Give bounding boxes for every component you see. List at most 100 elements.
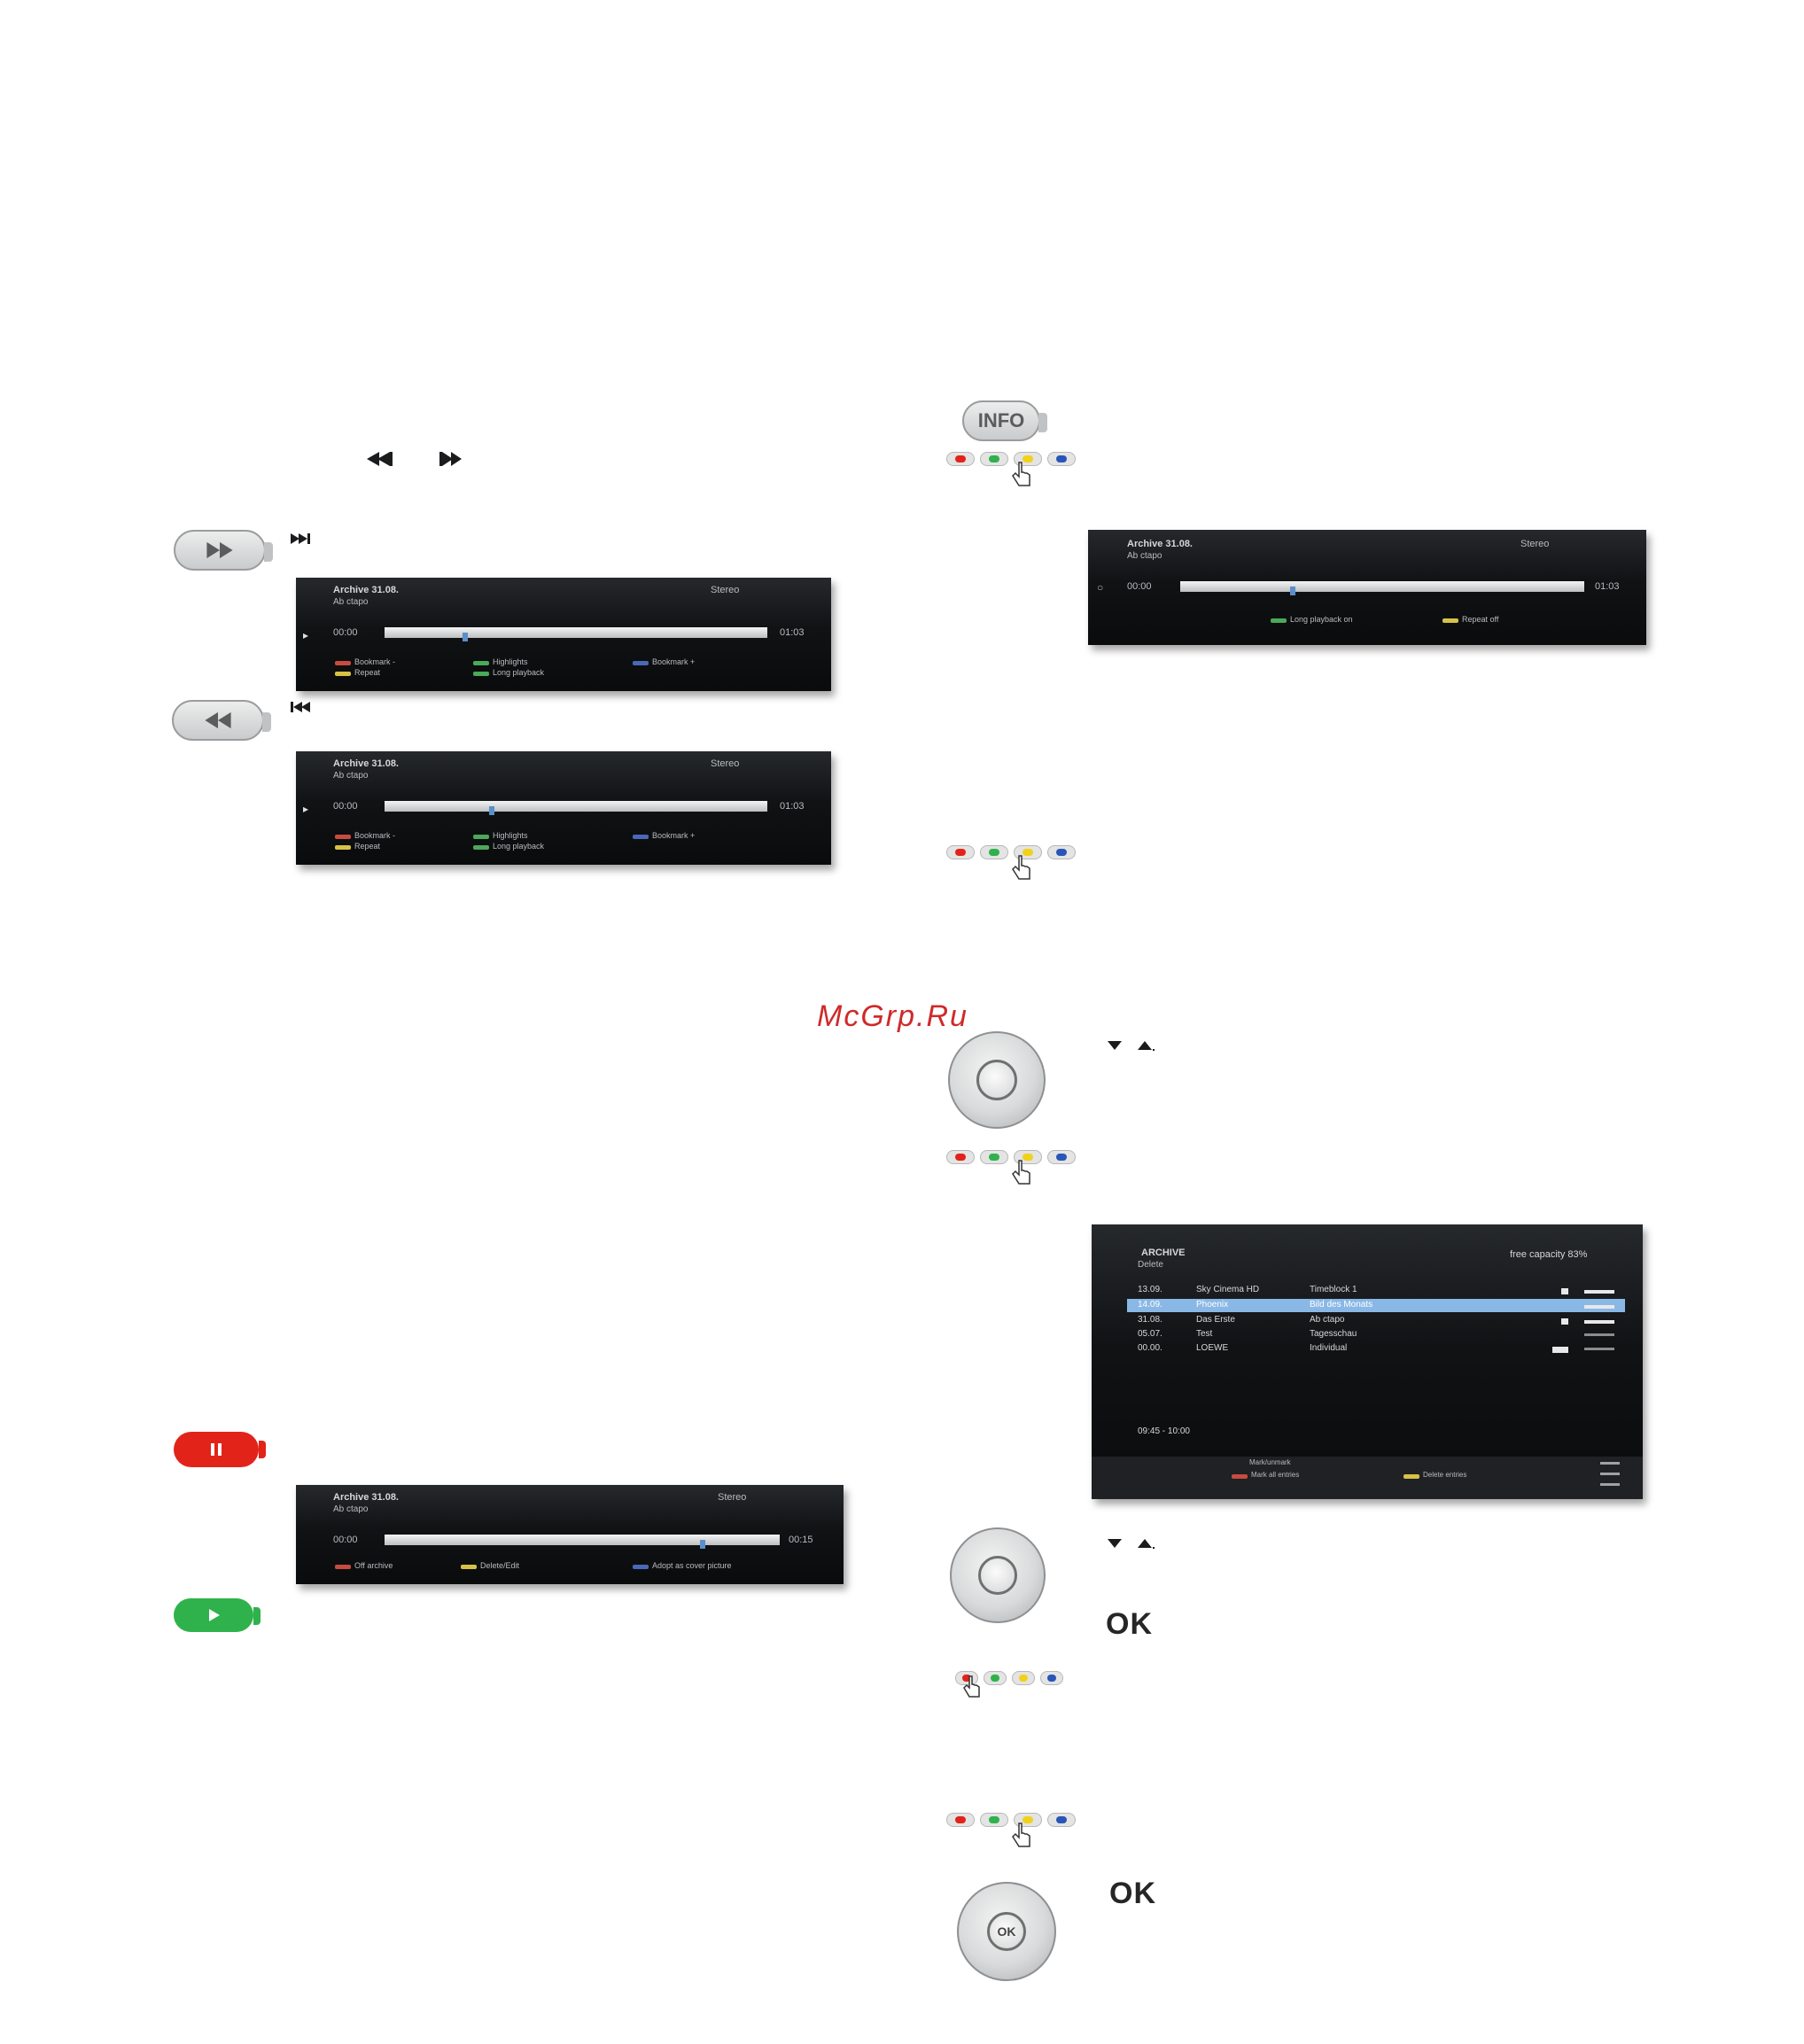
blue-key[interactable] (1047, 845, 1076, 859)
green-key[interactable] (980, 452, 1008, 466)
blue-key-icon (633, 661, 649, 665)
time-range: 09:45 - 10:00 (1138, 1426, 1190, 1436)
yellow-key-icon (335, 845, 351, 850)
rewind-button[interactable] (172, 700, 271, 741)
osd-pause: Archive 31.08. Ab ctapo Stereo 00:00 00:… (296, 1485, 844, 1584)
green-key[interactable] (980, 1150, 1008, 1164)
osd-end-time: 00:15 (789, 1535, 813, 1545)
osd-start-time: 00:00 (333, 1535, 358, 1545)
progress-marker (700, 1540, 705, 1549)
legend-repeat: Repeat (354, 668, 381, 677)
pause-button[interactable] (174, 1432, 266, 1467)
legend-long-playback: Long playback (493, 668, 545, 677)
navigation-wheel[interactable] (948, 1031, 1046, 1129)
watermark: McGrp.Ru (817, 999, 968, 1033)
osd-title: Archive 31.08. (333, 585, 399, 595)
progress-bar (385, 627, 767, 638)
archive-header: ARCHIVE (1141, 1247, 1186, 1258)
green-key[interactable] (980, 845, 1008, 859)
progress-bar (385, 801, 767, 812)
progress-marker (1290, 587, 1295, 595)
rewind-icon (205, 711, 231, 729)
legend-bookmark-minus: Bookmark - (354, 831, 396, 840)
archive-footer (1092, 1457, 1643, 1499)
pause-icon (211, 1443, 222, 1456)
row-channel: Test (1196, 1329, 1213, 1339)
legend-delete-edit: Delete/Edit (480, 1561, 520, 1570)
osd-start-time: 00:00 (333, 627, 358, 638)
pointing-hand-icon (1012, 1160, 1030, 1185)
progress-bar (385, 1535, 780, 1545)
ff-icon: ▸ (303, 629, 309, 641)
rew-icon: ▸ (303, 803, 309, 815)
blue-key[interactable] (1047, 1813, 1076, 1827)
rewind-icon (367, 452, 393, 466)
wheel-center[interactable] (976, 1060, 1017, 1100)
footer-red: Mark all entries (1251, 1471, 1300, 1479)
row-time: 14.09. (1138, 1300, 1162, 1310)
legend-bookmark-plus: Bookmark + (652, 657, 696, 666)
row-time: 05.07. (1138, 1329, 1162, 1339)
ok-center-button[interactable]: OK (987, 1912, 1026, 1951)
row-channel: Phoenix (1196, 1300, 1229, 1310)
osd-sound: Stereo (1520, 539, 1550, 549)
progress-bar (1180, 581, 1584, 592)
color-buttons-row (946, 450, 1088, 471)
red-key[interactable] (946, 452, 975, 466)
info-button-label: INFO (977, 409, 1025, 431)
green-key[interactable] (984, 1671, 1007, 1685)
legend-repeat: Repeat (354, 842, 381, 851)
color-buttons-row (955, 1669, 1070, 1690)
legend-repeat-off: Repeat off (1462, 615, 1499, 624)
info-button[interactable]: INFO (962, 400, 1047, 441)
ok-label: OK (1106, 1607, 1153, 1641)
legend-highlights: Highlights (493, 831, 528, 840)
pointing-hand-icon (1012, 855, 1030, 880)
red-key-icon (1232, 1474, 1248, 1479)
osd-end-time: 01:03 (780, 627, 805, 638)
blue-key[interactable] (1040, 1671, 1063, 1685)
green-key-icon (473, 845, 489, 850)
ok-wheel-label: OK (997, 1924, 1016, 1939)
legend-highlights: Highlights (493, 657, 528, 666)
legend-long-playback-on: Long playback on (1290, 615, 1353, 624)
fast-forward-small-icon (291, 533, 310, 544)
red-key-icon (335, 835, 351, 839)
row-time: 13.09. (1138, 1285, 1162, 1294)
osd-end-time: 01:03 (1595, 581, 1620, 592)
fast-forward-button[interactable] (174, 530, 273, 571)
green-key[interactable] (980, 1813, 1008, 1827)
row-status-icon (1552, 1347, 1568, 1353)
yellow-key-icon (335, 672, 351, 676)
menu-icon (1600, 1473, 1620, 1475)
red-key[interactable] (946, 1150, 975, 1164)
yellow-key[interactable] (1012, 1671, 1035, 1685)
blue-key[interactable] (1047, 452, 1076, 466)
green-key-icon (473, 672, 489, 676)
fast-forward-icon (206, 541, 233, 559)
osd-title: Archive 31.08. (333, 758, 399, 769)
archive-list-screen: ARCHIVE Delete free capacity 83% 13.09. … (1092, 1224, 1643, 1499)
row-status-icon (1561, 1318, 1568, 1325)
blue-key[interactable] (1047, 1150, 1076, 1164)
osd-subtitle: Ab ctapo (333, 771, 369, 781)
circle-icon: ○ (1097, 581, 1104, 594)
legend-off-archive: Off archive (354, 1561, 393, 1570)
footer-hint: Mark/unmark (1249, 1458, 1291, 1466)
play-button[interactable] (174, 1598, 260, 1632)
progress-marker (463, 633, 468, 641)
red-key[interactable] (946, 845, 975, 859)
navigation-wheel[interactable] (950, 1527, 1046, 1623)
ok-navigation-wheel[interactable]: OK (957, 1882, 1056, 1981)
red-key-icon (335, 1565, 351, 1569)
row-progress-indicator (1584, 1305, 1614, 1309)
archive-subheader: Delete (1138, 1260, 1163, 1270)
play-icon (209, 1609, 220, 1621)
red-key[interactable] (946, 1813, 975, 1827)
selected-row-highlight (1127, 1299, 1625, 1312)
rewind-small-icon (291, 702, 310, 712)
wheel-center[interactable] (978, 1556, 1017, 1595)
legend-long-playback: Long playback (493, 842, 545, 851)
blue-key-icon (633, 835, 649, 839)
progress-marker (489, 806, 494, 815)
